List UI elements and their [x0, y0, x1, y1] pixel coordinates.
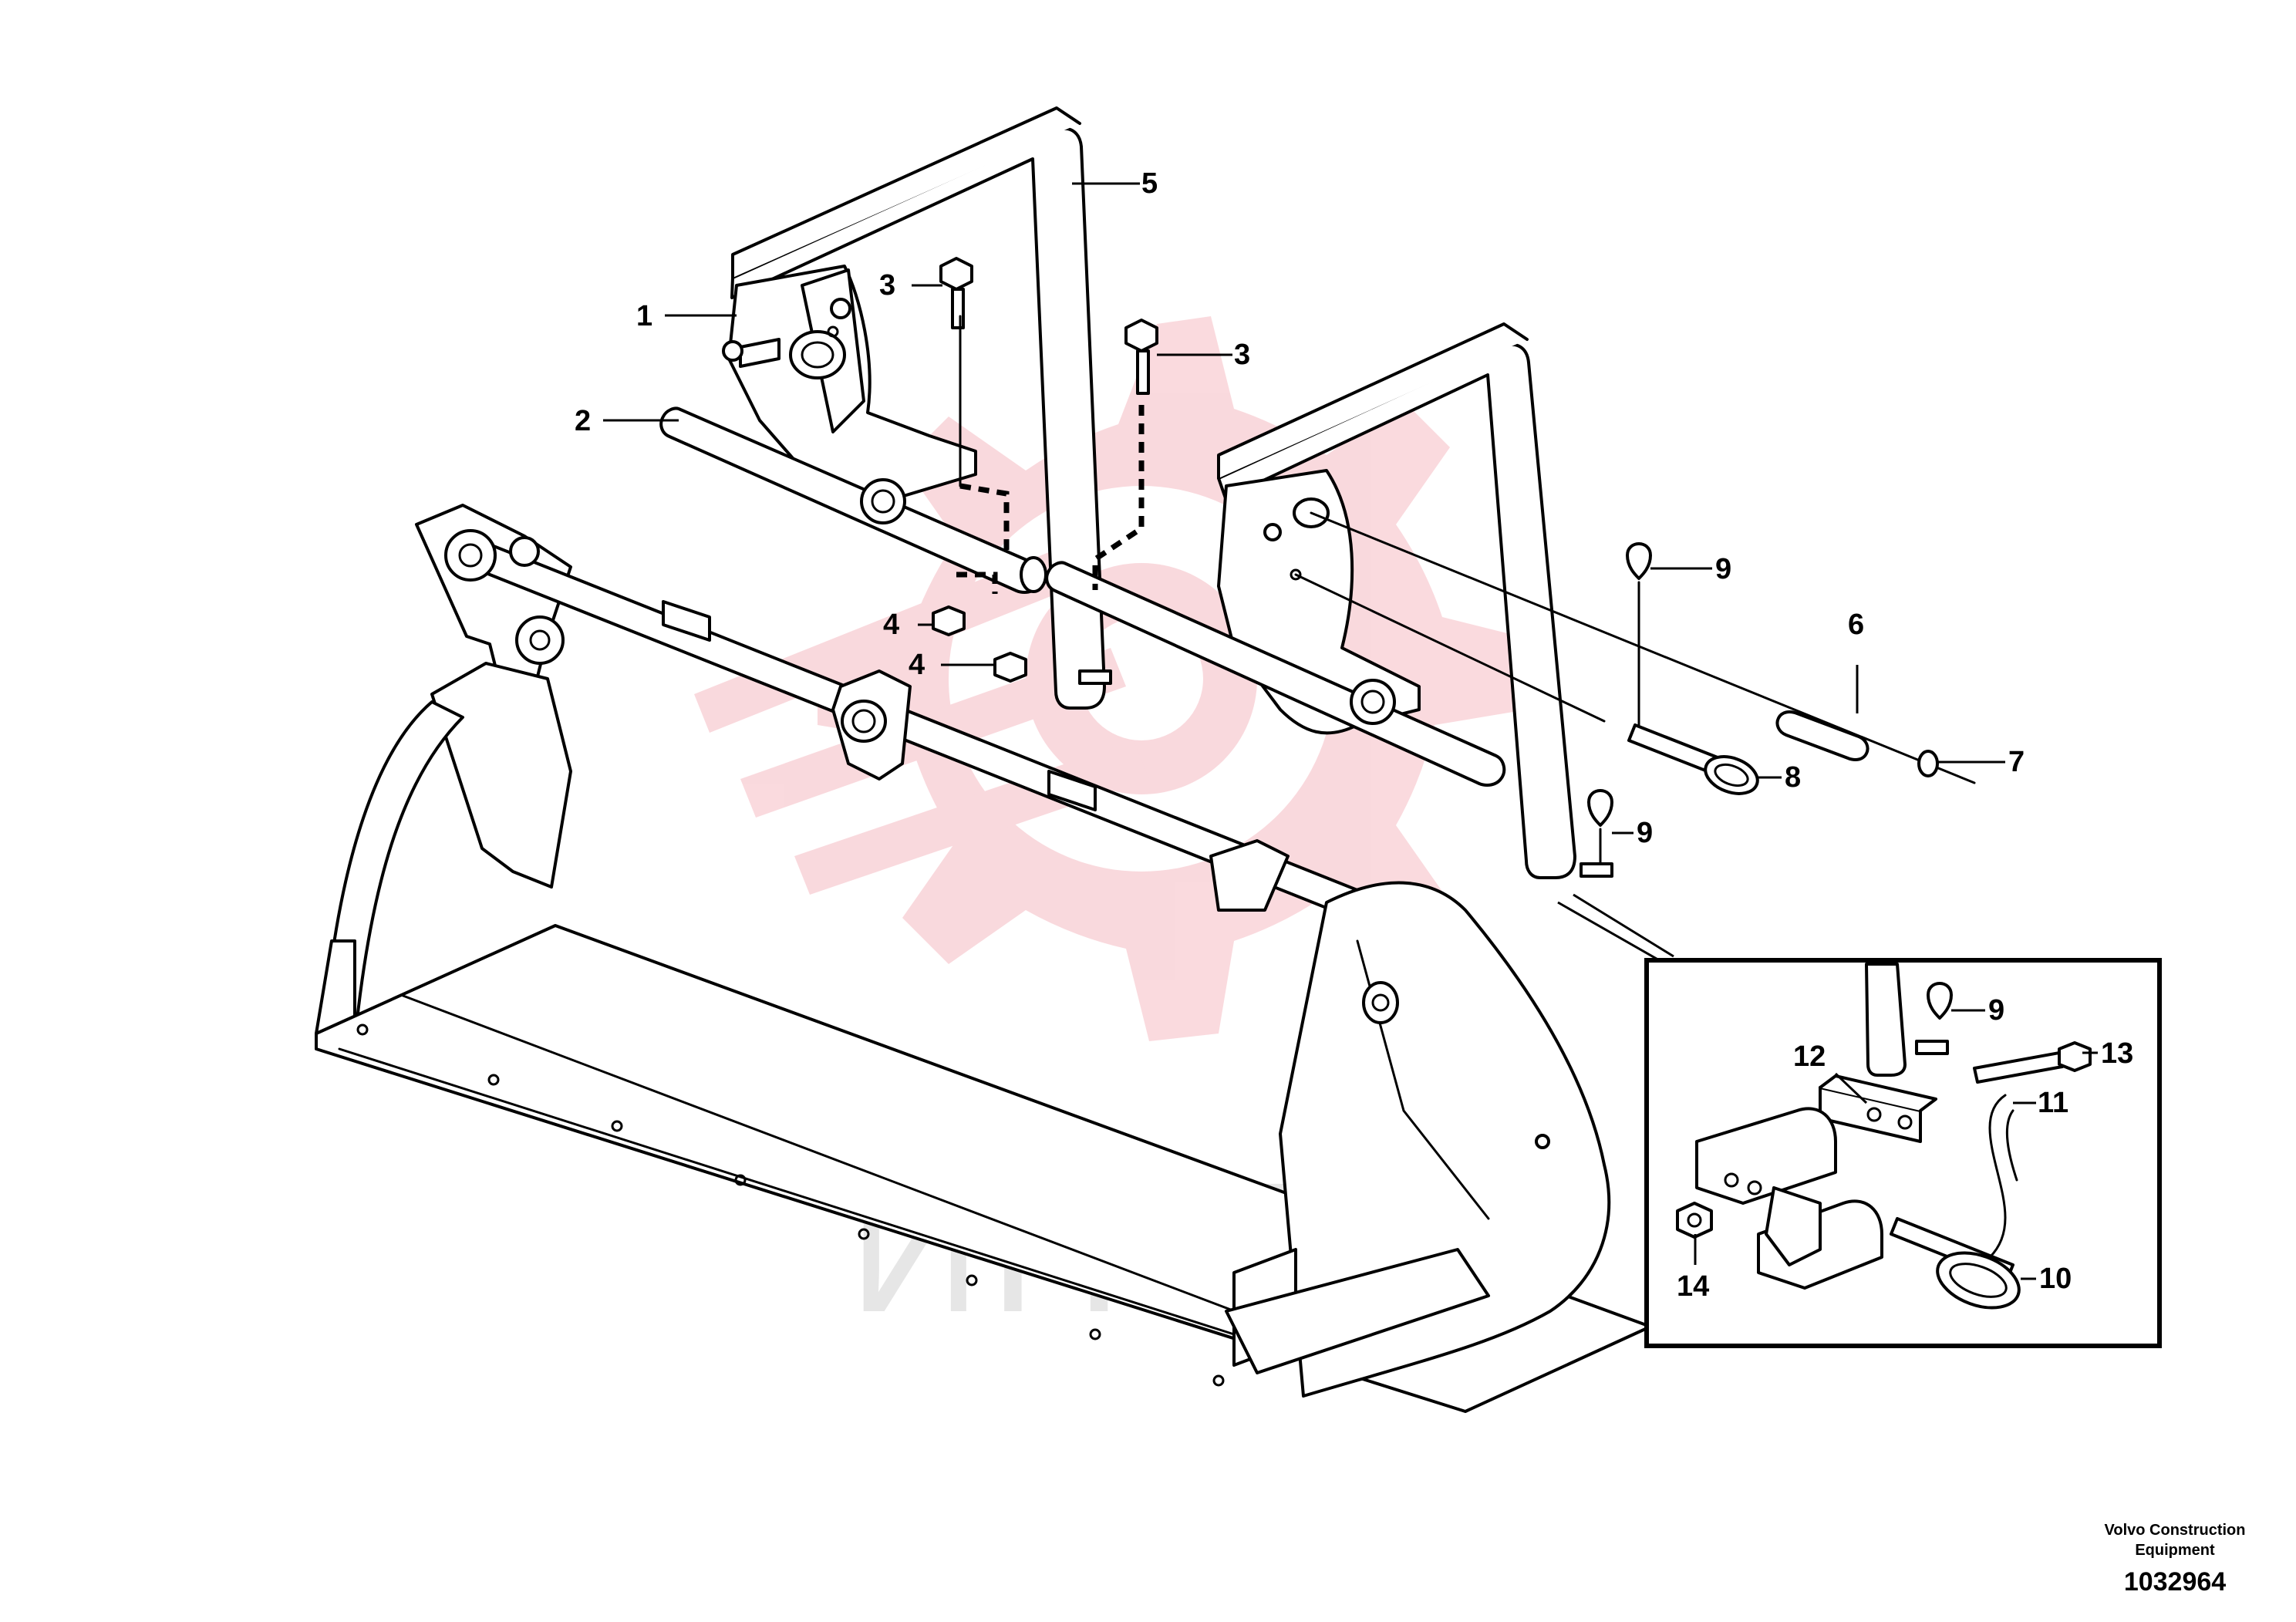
callout-9-detail: 9 [1988, 994, 2004, 1027]
callout-12: 12 [1793, 1040, 1826, 1073]
detail-view [1557, 893, 2162, 1348]
callout-8: 8 [1785, 761, 1801, 794]
leader-lines [603, 182, 2098, 1280]
drawing-number: 1032964 [2124, 1567, 2226, 1597]
brand-line-2: Equipment [2135, 1542, 2215, 1559]
brand-line-1: Volvo Construction [2105, 1522, 2246, 1539]
callout-4-lower: 4 [909, 649, 925, 681]
callout-11: 11 [2038, 1087, 2068, 1119]
callout-5: 5 [1141, 167, 1158, 200]
callout-3-left: 3 [879, 269, 895, 302]
callout-1: 1 [636, 300, 652, 332]
bracket-assembly-left [659, 106, 1112, 710]
callout-7: 7 [2008, 746, 2025, 778]
callout-9-lower: 9 [1637, 817, 1653, 849]
callouts: 1 2 3 3 4 4 5 6 7 8 9 9 9 10 11 12 13 14 [575, 167, 2133, 1303]
callout-13: 13 [2101, 1037, 2133, 1070]
callout-10: 10 [2039, 1263, 2072, 1295]
bucket [315, 504, 1652, 1413]
hardware-right [1294, 511, 1976, 865]
callout-6: 6 [1848, 609, 1864, 641]
callout-9-upper: 9 [1715, 553, 1731, 585]
callout-3-right: 3 [1234, 339, 1250, 371]
bracket-assembly-right [1045, 319, 1613, 879]
footer: Volvo Construction Equipment 1032964 [2105, 1522, 2246, 1597]
callout-4-upper: 4 [883, 609, 899, 641]
callout-2: 2 [575, 405, 591, 437]
callout-14: 14 [1677, 1270, 1709, 1303]
